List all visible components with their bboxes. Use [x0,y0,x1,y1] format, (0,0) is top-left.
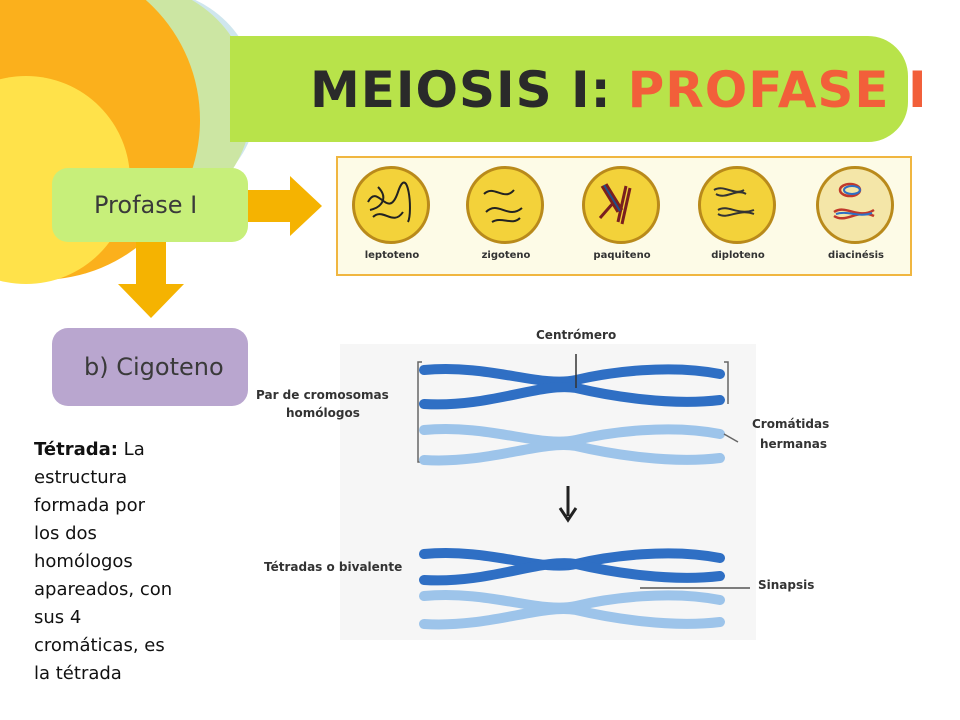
cell-diacinesis-icon [816,166,894,244]
cell-leptoteno-icon [352,166,430,244]
chromosome-dark-1 [419,364,725,387]
chromosome-drawing [417,354,750,630]
chromosome-light-1 [419,424,725,447]
zigoteno-threads [483,189,523,223]
label-par-cromosomas: Par de cromosomas homólogos [256,386,389,422]
leptoteno-threads [367,181,411,223]
stage-label: diacinésis [828,250,884,261]
label-centromero: Centrómero [536,328,617,342]
label-sinapsis: Sinapsis [758,578,815,592]
cell-zigoteno-icon [466,166,544,244]
label-par-line2: homólogos [286,406,360,420]
arrow-down-icon [118,242,184,318]
stage-zigoteno: zigoteno [458,164,554,272]
diploteno-threads [713,187,755,217]
title-banner [230,36,908,142]
stage-label: paquiteno [593,250,651,261]
tetrada-body: La estructura formada por los dos homólo… [34,439,173,684]
stage-label: zigoteno [481,250,531,261]
chromosome-light-2 [419,440,725,466]
stage-label: diploteno [711,250,765,261]
title-profase: PROFASE I [627,61,928,119]
profase-box: Profase I [52,168,248,242]
title-meiosis: MEIOSIS I: [310,61,612,119]
cell-paquiteno-icon [582,166,660,244]
stage-label: leptoteno [364,250,420,261]
arrow-right-icon [248,176,322,236]
tetrada-term: Tétrada: [34,439,118,460]
chromosome-dark-2 [419,382,725,410]
cigoteno-box: b) Cigoteno [52,328,248,406]
label-cromatidas-line1: Cromátidas [752,417,830,431]
tetrada-description: Tétrada: La estructura formada por los d… [34,436,174,688]
label-tetradas: Tétradas o bivalente [264,560,403,574]
cell-diploteno-icon [698,166,776,244]
label-par-line1: Par de cromosomas [256,388,389,402]
stage-diploteno: diploteno [690,164,786,272]
chromosome-figure [340,344,756,640]
stage-leptoteno: leptoteno [344,164,440,272]
diacinesis-threads [833,182,875,220]
stage-paquiteno: paquiteno [574,164,670,272]
label-cromatidas-line2: hermanas [760,437,827,451]
paquiteno-threads [598,183,632,225]
label-cromatidas: Cromátidas hermanas [752,414,829,454]
arrow-down-small-icon [558,486,578,523]
page-title: MEIOSIS I: PROFASE I [310,50,928,130]
stage-diacinesis: diacinésis [808,164,904,272]
stages-strip: leptoteno zigoteno paquiteno diploteno [336,156,912,276]
